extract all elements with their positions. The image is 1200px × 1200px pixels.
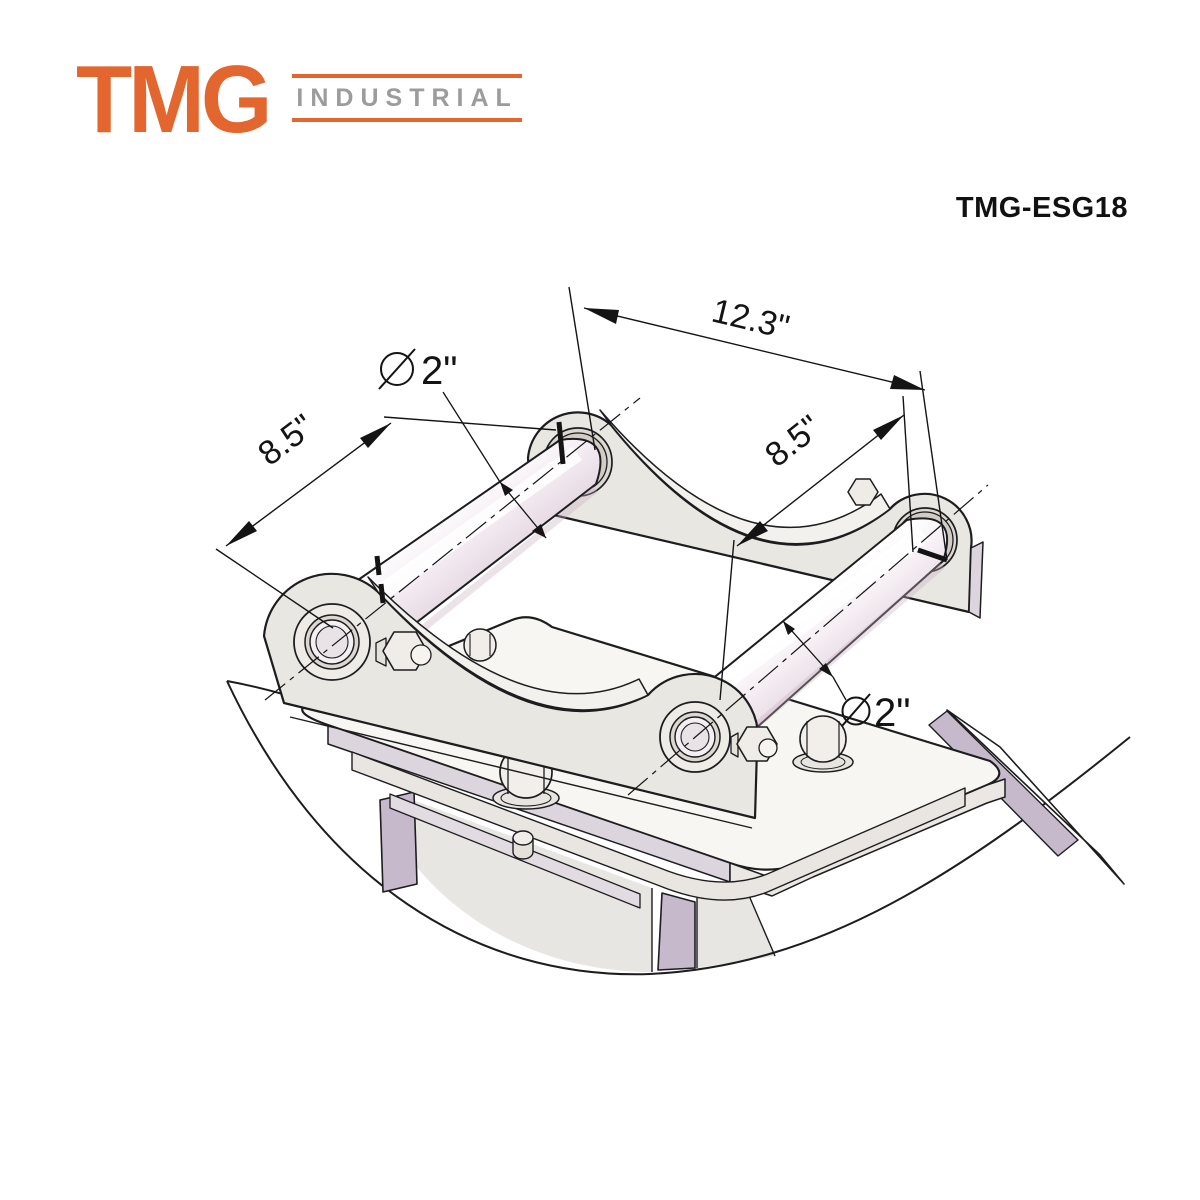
model-number: TMG-ESG18 (955, 192, 1128, 224)
right-bolt (792, 715, 854, 773)
diameter-callout-left: 2" (378, 348, 547, 539)
near-left-set-screw (375, 631, 432, 671)
diameter-symbol-right (841, 696, 871, 726)
dim-top-width-label: 12.3" (708, 292, 793, 347)
tmg-logo: TMG INDUSTRIAL (76, 46, 522, 153)
far-plate-side-edge (968, 541, 984, 619)
far-plate-top-edge (599, 409, 891, 545)
logo-wordmark: TMG (76, 46, 272, 153)
gusset-left (379, 791, 418, 893)
housing-shell-strip (946, 709, 1125, 885)
dim-left-span-label: 8.5" (251, 407, 321, 473)
near-plate-face (262, 572, 760, 820)
base-under-slab (351, 751, 966, 901)
near-right-set-screw (730, 726, 778, 762)
dia-left-label: 2" (421, 349, 457, 393)
drop-pin (512, 830, 534, 860)
right-pin-centerline (627, 484, 989, 796)
left-pin-centerline (264, 397, 641, 701)
diameter-callout-right: 2" (782, 620, 910, 735)
diameter-symbol-left (380, 352, 414, 386)
near-plate-top-edge (367, 576, 649, 711)
dia-right-label: 2" (874, 691, 910, 735)
logo-subtitle: INDUSTRIAL (292, 74, 522, 123)
near-left-boss (293, 603, 371, 681)
far-right-set-screw (847, 478, 879, 506)
near-plate-spacer-line (289, 716, 753, 829)
hidden-bolt-head (463, 628, 497, 662)
dim-right-span-label: 8.5" (758, 408, 828, 474)
near-side-plate (262, 572, 778, 829)
gusset-center (657, 892, 696, 971)
